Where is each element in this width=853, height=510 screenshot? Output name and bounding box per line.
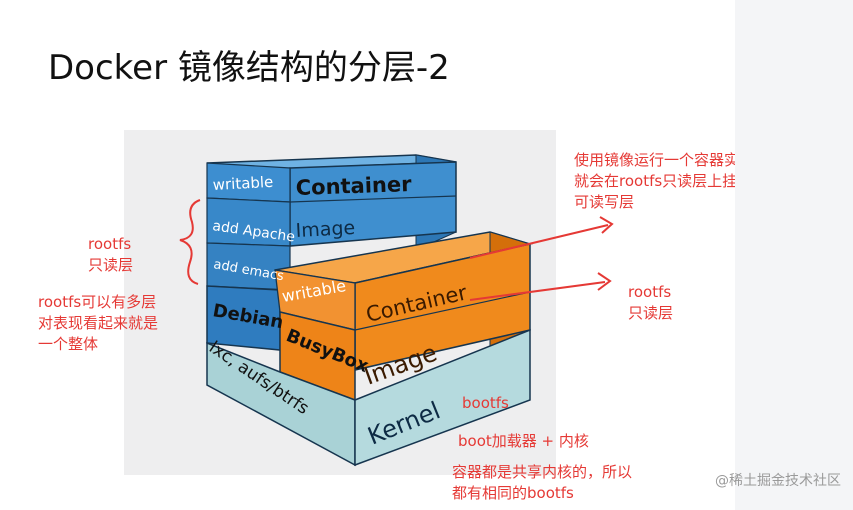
right-margin — [735, 0, 853, 510]
label-container-back: Container — [295, 172, 412, 200]
ann-line: rootfs可以有多层 — [38, 293, 157, 311]
ann-line: 只读层 — [628, 304, 674, 322]
ann-line: 就会在rootfs只读层上挂载一层 — [574, 172, 783, 190]
kernel-front — [354, 328, 531, 467]
ann-line: rootfs — [88, 235, 132, 253]
annotation-top-right: 使用镜像运行一个容器实例时， 就会在rootfs只读层上挂载一层 可读写层 — [574, 150, 784, 213]
annotation-bootfs: bootfs — [462, 394, 509, 412]
ann-line: 可读写层 — [574, 193, 635, 211]
annotation-right-mid: rootfs 只读层 — [628, 282, 673, 324]
docker-layers-diagram: writable add Apache add emacs Debian lxc… — [179, 154, 614, 467]
label-writable: writable — [212, 173, 273, 194]
arrow-mid-head — [597, 272, 612, 291]
label-image-back: Image — [295, 217, 356, 242]
slide: Docker 镜像结构的分层-2 writable add Apache add… — [0, 0, 784, 510]
arrow-mid — [469, 281, 606, 301]
annotation-boot-loader: boot加载器 + 内核 — [458, 432, 589, 450]
annotation-left-top: rootfs 只读层 — [88, 234, 133, 276]
ann-line: 使用镜像运行一个容器实例时， — [574, 151, 785, 169]
slide-title: Docker 镜像结构的分层-2 — [48, 48, 450, 88]
ann-line: 都有相同的bootfs — [452, 484, 574, 502]
arrow-top — [469, 224, 609, 259]
watermark: @稀土掘金技术社区 — [715, 473, 841, 489]
ann-line: 容器都是共享内核的，所以 — [452, 463, 633, 481]
ann-line: rootfs — [628, 283, 672, 301]
ann-line: 对表现看起来就是 — [38, 314, 159, 332]
annotation-shared-kernel: 容器都是共享内核的，所以 都有相同的bootfs — [452, 462, 632, 504]
left-brace — [179, 199, 201, 285]
arrow-top-head — [599, 216, 614, 234]
ann-line: 一个整体 — [38, 335, 99, 353]
annotation-left-bottom: rootfs可以有多层 对表现看起来就是 一个整体 — [38, 292, 158, 355]
ann-line: 只读层 — [88, 256, 134, 274]
